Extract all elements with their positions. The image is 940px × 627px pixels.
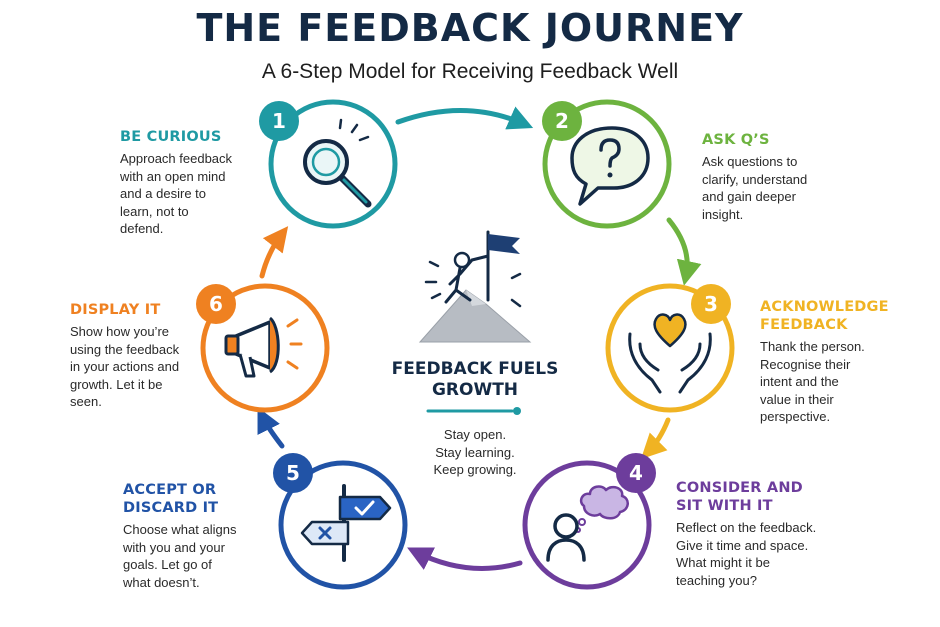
step-6-number: 6 [209,292,223,316]
page-title: THE FEEDBACK JOURNEY [196,6,744,50]
step-6-node: 6 [196,283,330,413]
center-divider [426,407,521,415]
step-5-text: ACCEPT OR DISCARD IT Choose what aligns … [123,481,283,591]
question-bubble-icon [570,126,650,206]
arrow-6-to-1 [259,226,289,279]
step-3-text: ACKNOWLEDGE FEEDBACK Thank the person. R… [760,298,930,426]
step-1-number: 1 [272,109,286,133]
step-4-description: Reflect on the feedback. Give it time an… [676,520,817,588]
arrow-2-to-3 [666,217,702,286]
step-2-title: ASK Q’S [702,132,770,148]
step-3-number: 3 [704,292,718,316]
step-2-description: Ask questions to clarify, understand and… [702,154,808,222]
magnifying-glass-icon [303,118,372,208]
thinking-person-icon [546,485,629,562]
step-5-number: 5 [286,461,300,485]
step-3-node: 3 [605,283,735,413]
step-3-title: ACKNOWLEDGE FEEDBACK [760,299,889,333]
arrow-3-to-4 [640,417,671,460]
step-2-node: 2 [542,99,672,229]
center-title: FEEDBACK FUELS GROWTH [391,359,559,400]
megaphone-icon [224,316,303,378]
step-6-description: Show how you’re using the feedback in yo… [70,324,180,409]
signpost-icon [300,484,392,562]
step-6-text: DISPLAY IT Show how you’re using the fee… [70,301,220,411]
center-tagline: Stay open. Stay learning. Keep growing. [433,427,517,477]
step-5-description: Choose what aligns with you and your goa… [123,522,237,590]
step-3-description: Thank the person. Recognise their intent… [760,339,865,424]
step-4-number: 4 [629,461,643,485]
step-4-node: 4 [522,453,656,590]
arrow-1-to-2 [395,106,534,130]
hands-heart-icon [628,313,712,394]
step-2-number: 2 [555,109,569,133]
arrow-4-to-5 [407,547,523,571]
step-4-title: CONSIDER AND SIT WITH IT [676,480,803,514]
step-5-node: 5 [273,453,408,590]
step-1-title: BE CURIOUS [120,129,222,145]
step-1-description: Approach feedback with an open mind and … [120,151,233,236]
step-1-text: BE CURIOUS Approach feedback with an ope… [120,128,270,238]
step-5-title: ACCEPT OR DISCARD IT [123,482,219,516]
arrow-5-to-6 [257,407,285,449]
step-4-text: CONSIDER AND SIT WITH IT Reflect on the … [676,479,866,589]
step-2-text: ASK Q’S Ask questions to clarify, unders… [702,131,852,223]
step-1-node: 1 [259,99,398,229]
step-6-title: DISPLAY IT [70,302,161,318]
page-subtitle: A 6-Step Model for Receiving Feedback We… [261,60,679,83]
mountain-climber-flag-icon [418,230,532,343]
